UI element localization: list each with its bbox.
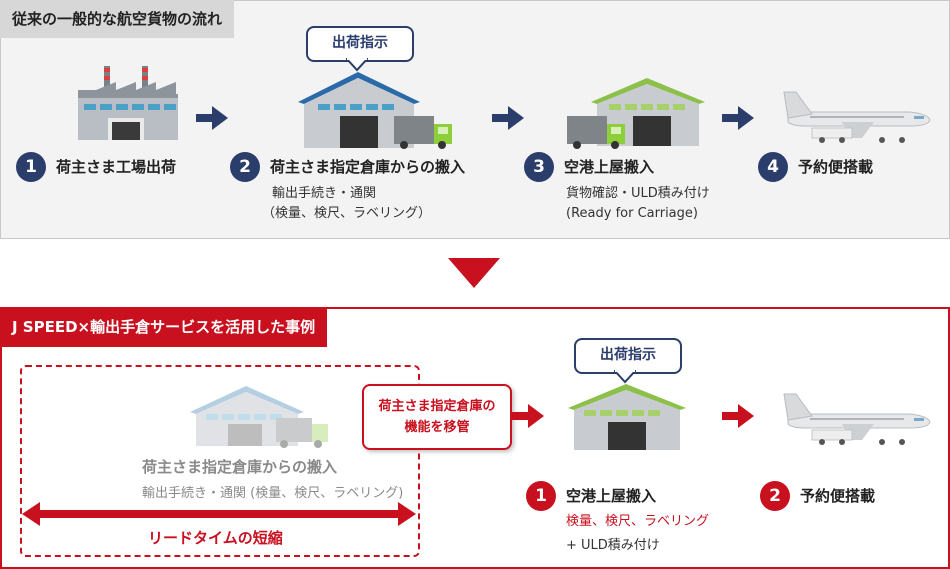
warehouse-icon (190, 386, 328, 448)
transfer-line-2: 機能を移管 (404, 420, 470, 435)
step-label-booked-flight: 予約便搭載 (798, 158, 874, 176)
step-number-badge: 2 (230, 152, 260, 182)
lead-time-label: リードタイムの短縮 (148, 529, 283, 547)
moved-step-label: 荷主さま指定倉庫からの搬入 (142, 458, 338, 476)
step-number-badge: 4 (758, 152, 788, 182)
arrow-right-icon (722, 106, 754, 130)
shipping-instruction-text: 出荷指示 (332, 35, 388, 51)
moved-step-sub: 輸出手続き・通関 (検量、検尺、ラベリング) (142, 486, 404, 501)
arrow-right-icon (492, 106, 524, 130)
callout-pointer (346, 58, 368, 72)
airplane-icon (783, 393, 931, 445)
arrow-right-icon (196, 106, 228, 130)
step-sub-ready-for-carriage: (Ready for Carriage) (566, 206, 698, 221)
step-sub-inspection: （検量、検尺、ラベリング） (262, 206, 432, 221)
shipping-instruction-text: 出荷指示 (600, 347, 656, 363)
callout-pointer (614, 370, 636, 384)
step-label-airport-warehouse: 空港上屋搬入 (564, 158, 655, 176)
conventional-flow-title: 従来の一般的な航空貨物の流れ (0, 0, 235, 38)
step-label-airport-warehouse: 空港上屋搬入 (566, 487, 657, 505)
factory-icon (78, 66, 178, 140)
shipping-instruction-callout: 出荷指示 (306, 26, 414, 62)
step-number-badge: 2 (760, 481, 790, 511)
step-number-badge: 3 (524, 152, 554, 182)
moved-function-box (20, 365, 420, 557)
step-number-badge: 1 (526, 481, 556, 511)
airplane-icon (783, 91, 931, 143)
lead-time-double-arrow (22, 502, 416, 526)
airport-warehouse-icon (568, 384, 686, 450)
step-number-badge: 1 (16, 152, 46, 182)
step-label-factory-shipment: 荷主さま工場出荷 (56, 158, 177, 176)
function-transfer-callout: 荷主さま指定倉庫の 機能を移管 (362, 384, 512, 450)
jspeed-flow-title: J SPEED×輸出手倉サービスを活用した事例 (0, 307, 328, 347)
step-sub-inspection: 検量、検尺、ラベリング (566, 514, 710, 529)
step-sub-cargo-check: 貨物確認・ULD積み付け (566, 186, 710, 201)
step-sub-uld: + ULD積み付け (566, 538, 660, 553)
step-sub-export-customs: 輸出手続き・通関 (272, 186, 377, 201)
arrow-down-icon (448, 258, 500, 288)
transfer-line-1: 荷主さま指定倉庫の (378, 399, 496, 414)
step-label-booked-flight: 予約便搭載 (800, 487, 876, 505)
warehouse-icon (298, 72, 452, 149)
airport-warehouse-icon (567, 78, 705, 149)
step-label-warehouse-delivery: 荷主さま指定倉庫からの搬入 (270, 158, 466, 176)
shipping-instruction-callout: 出荷指示 (574, 338, 682, 374)
arrow-right-icon (722, 404, 754, 428)
arrow-right-icon (512, 404, 544, 428)
